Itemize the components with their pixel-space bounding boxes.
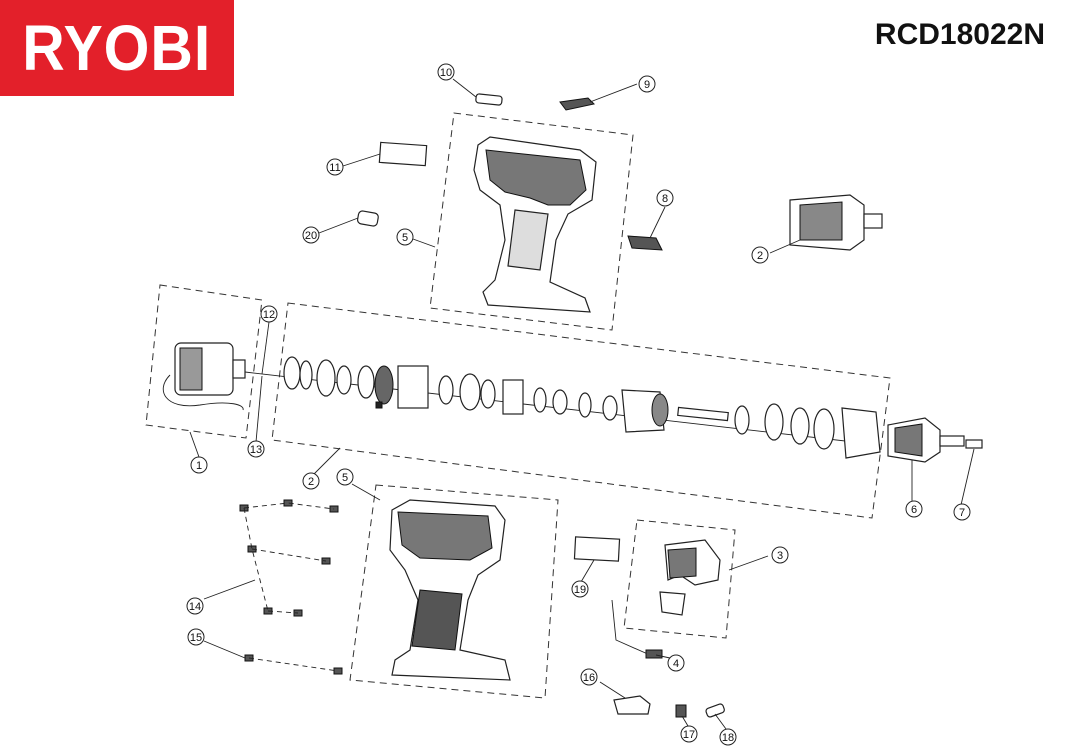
- callout-circle: [771, 546, 789, 564]
- leader-lines: [189, 78, 975, 730]
- housing-half-bottom: [389, 499, 511, 681]
- callout-number: 8: [662, 193, 668, 205]
- callout-number: 2: [308, 476, 314, 488]
- pin-part-10: [475, 93, 503, 106]
- callout-circle: [751, 246, 769, 264]
- housing-bottom-group-box: [349, 484, 559, 699]
- callout-circle: [437, 63, 455, 81]
- callout-circle: [247, 440, 265, 458]
- clip-part-9: [559, 97, 596, 111]
- motor-part-1: [162, 342, 246, 411]
- callout-number: 19: [574, 584, 586, 596]
- switch-part-3: [659, 539, 721, 616]
- callout-number: 4: [673, 658, 679, 670]
- callout-number: 7: [959, 507, 965, 519]
- wire-part-4: [611, 599, 663, 659]
- callout-circle: [905, 500, 923, 518]
- chuck-part-6: [887, 417, 965, 463]
- callout-circle: [656, 189, 674, 207]
- callout-circle: [186, 597, 204, 615]
- callout-number: 3: [777, 550, 783, 562]
- direction-switch-part-8: [627, 235, 663, 251]
- housing-half-top: [473, 136, 597, 313]
- callout-circle: [571, 580, 589, 598]
- callout-circle: [396, 228, 414, 246]
- label-part-11: [378, 141, 428, 167]
- housing-top-group-box: [429, 112, 634, 331]
- gearbox-assembly-part-2: [789, 194, 883, 251]
- model-number: RCD18022N: [874, 18, 1045, 51]
- callout-number: 5: [342, 472, 348, 484]
- callout-circle: [638, 75, 656, 93]
- callout-number: 10: [440, 67, 452, 79]
- switch-group-box: [623, 519, 736, 639]
- callout-circle: [326, 158, 344, 176]
- callout-number: 12: [263, 309, 275, 321]
- screws-part-14: [239, 499, 339, 617]
- callout-number: 17: [683, 729, 695, 741]
- bit-holder-part-20: [356, 210, 379, 227]
- callout-number: 18: [722, 732, 734, 744]
- spring-part-18: [705, 703, 725, 718]
- callout-circle: [953, 503, 971, 521]
- callout-number: 9: [644, 79, 650, 91]
- callout-number: 6: [911, 504, 917, 516]
- screw-chain-lines: [243, 502, 339, 672]
- callout-number: 5: [402, 232, 408, 244]
- ryobi-logo: RYOBI: [0, 0, 234, 96]
- callout-number: 2: [757, 250, 763, 262]
- gearbox-group-box: [271, 302, 891, 519]
- callout-number: 16: [583, 672, 595, 684]
- callout-circle: [302, 472, 320, 490]
- screw-part-7: [965, 439, 983, 449]
- logo-text: RYOBI: [22, 12, 212, 84]
- callout-number: 11: [329, 162, 340, 174]
- callout-circle: [680, 725, 698, 743]
- callout-circle: [580, 668, 598, 686]
- callout-circle: [667, 654, 685, 672]
- callout-circle: [302, 226, 320, 244]
- callout-circle: [719, 728, 737, 746]
- gearbox-exploded-row: [244, 356, 881, 459]
- screws-part-15: [244, 654, 343, 675]
- callout-circle: [190, 456, 208, 474]
- callout-number: 13: [250, 444, 262, 456]
- motor-group-box: [145, 284, 263, 439]
- callout-circle: [260, 305, 278, 323]
- label-part-19: [573, 536, 621, 562]
- callout-number: 20: [305, 230, 317, 242]
- callout-circle: [336, 468, 354, 486]
- battery-contact-part-16: [613, 695, 651, 715]
- callout-number: 15: [190, 632, 202, 644]
- callout-circle: [187, 628, 205, 646]
- clip-part-17: [675, 704, 687, 718]
- callout-number: 14: [189, 601, 201, 613]
- callout-number: 1: [196, 460, 202, 472]
